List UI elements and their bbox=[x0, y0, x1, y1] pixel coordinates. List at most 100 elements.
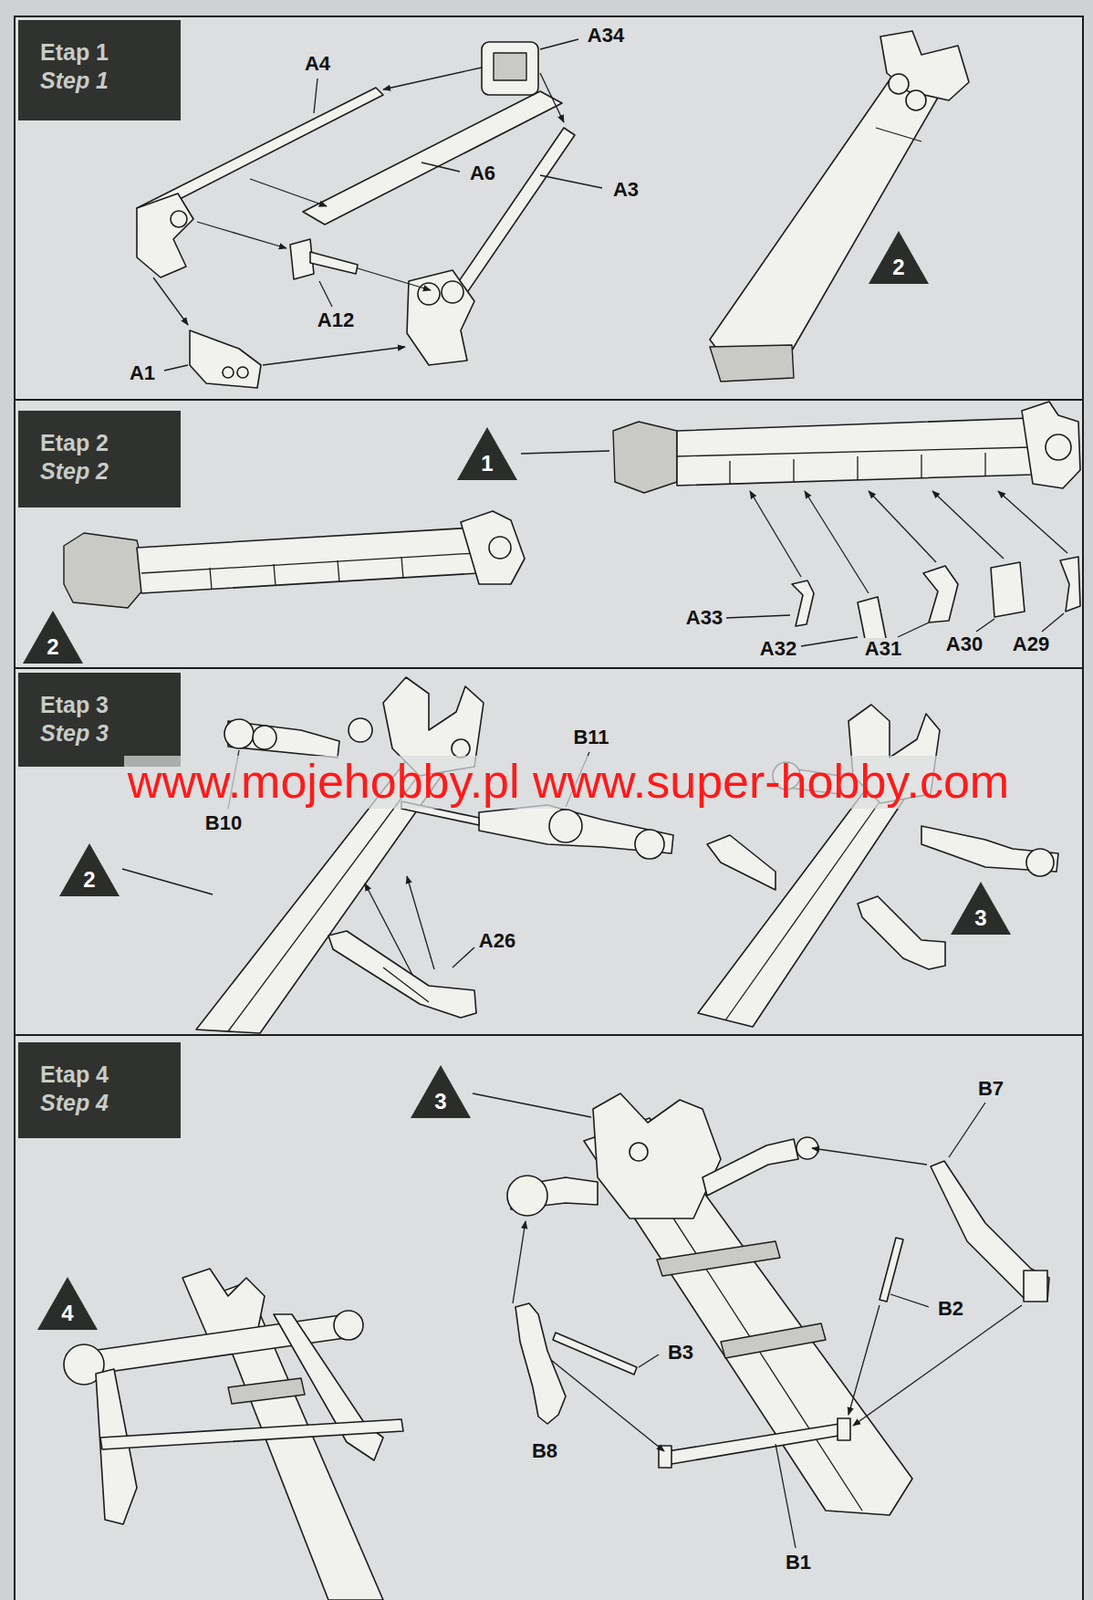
sheet-panels bbox=[14, 16, 1083, 1600]
assembled-frame bbox=[676, 417, 1033, 486]
bracket-part bbox=[383, 967, 429, 1002]
assembled-frame bbox=[856, 456, 858, 480]
reference-triangle: 3 bbox=[410, 1064, 471, 1118]
leader-line bbox=[638, 1102, 986, 1548]
part-label: A32 bbox=[758, 637, 799, 660]
assembly-arrow bbox=[383, 67, 482, 90]
leader-line bbox=[726, 614, 791, 618]
assembly-arrow bbox=[540, 72, 564, 123]
frame-rail-part bbox=[170, 210, 188, 228]
triangle-shape bbox=[410, 1064, 471, 1118]
assembly-arrow bbox=[551, 1359, 665, 1451]
assembled-frame bbox=[63, 532, 148, 608]
assembly-arrow bbox=[749, 490, 802, 577]
assembled-frame bbox=[875, 127, 922, 142]
axle-part bbox=[224, 718, 373, 758]
step-title: Step 1 bbox=[40, 66, 172, 95]
reference-triangle: 2 bbox=[22, 610, 84, 664]
shaft-part bbox=[290, 239, 358, 280]
bracket-part bbox=[328, 930, 477, 1018]
rod-part bbox=[667, 1423, 844, 1464]
callout-number: 1 bbox=[457, 452, 518, 475]
strut-part bbox=[930, 1160, 1050, 1301]
end-cap-part bbox=[481, 41, 539, 95]
part-label: A3 bbox=[611, 178, 641, 201]
assembled-frame bbox=[709, 344, 794, 382]
step-title: Etap 4 bbox=[40, 1060, 172, 1089]
strut-part bbox=[930, 1160, 1050, 1302]
frame-closeup bbox=[697, 704, 1059, 1027]
assembled-frame bbox=[613, 401, 1081, 493]
triangle-shape bbox=[22, 610, 84, 664]
assembly-arrow bbox=[262, 346, 406, 365]
leader-line bbox=[540, 39, 579, 50]
frame-rail-part bbox=[406, 270, 475, 365]
assembly-arrow bbox=[364, 883, 413, 975]
step-title: Etap 2 bbox=[40, 428, 172, 458]
gusset-part bbox=[923, 565, 958, 623]
callout-number: 2 bbox=[22, 635, 84, 658]
rod-part bbox=[552, 1332, 637, 1375]
leader-line bbox=[319, 281, 333, 307]
axle-part bbox=[549, 809, 583, 843]
assembly-arrow bbox=[512, 1220, 526, 1303]
assembled-frame bbox=[613, 421, 677, 493]
part-label: A29 bbox=[1010, 633, 1052, 656]
assembly-arrow bbox=[249, 178, 327, 207]
part-label: B2 bbox=[936, 1297, 966, 1320]
triangle-shape bbox=[868, 230, 929, 284]
frame-closeup bbox=[451, 739, 470, 758]
axle-part bbox=[401, 801, 674, 859]
frame-assembly bbox=[702, 1138, 799, 1196]
assembled-frame bbox=[489, 536, 511, 559]
floor-plate-part bbox=[302, 91, 563, 225]
part-label: A6 bbox=[468, 162, 498, 185]
part-label: A30 bbox=[944, 633, 985, 656]
sheet-panels bbox=[14, 666, 1083, 669]
bracket-plate-part bbox=[189, 330, 261, 388]
assembled-frame bbox=[888, 73, 909, 94]
assembled-frame bbox=[136, 527, 479, 594]
assembly-arrow bbox=[853, 1304, 1022, 1426]
triangle-shape bbox=[37, 1276, 98, 1330]
strut-part bbox=[1023, 1269, 1048, 1302]
leader-line bbox=[313, 78, 318, 114]
assembly-arrow bbox=[804, 490, 869, 594]
part-label: A26 bbox=[477, 929, 518, 952]
triangle-shape bbox=[950, 881, 1011, 935]
frame-assembly bbox=[656, 1240, 781, 1276]
sheet-panels bbox=[14, 1033, 1083, 1036]
assembled-frame bbox=[984, 452, 986, 477]
frame-assembly bbox=[720, 1322, 826, 1358]
frame-assembly bbox=[228, 1377, 305, 1404]
leader-line bbox=[801, 636, 858, 646]
bracket-plate-part bbox=[222, 366, 234, 378]
leader-line bbox=[948, 1102, 986, 1157]
part-label: A34 bbox=[585, 24, 626, 47]
assembled-frame bbox=[728, 460, 730, 484]
frame-rail-part bbox=[441, 281, 464, 303]
assembled-frame bbox=[709, 31, 969, 382]
leader-line bbox=[452, 947, 475, 968]
step-heading: Etap 4Step 4 bbox=[18, 1041, 181, 1138]
step-title: Etap 3 bbox=[40, 690, 172, 719]
frame-assembly bbox=[507, 1093, 913, 1515]
callout-number: 3 bbox=[950, 906, 1011, 929]
rod-part bbox=[515, 1237, 904, 1468]
assembled-frame bbox=[709, 60, 949, 354]
frame-assembly bbox=[593, 1093, 721, 1218]
assembled-frame bbox=[460, 510, 525, 584]
floor-plate-part bbox=[302, 91, 563, 225]
callout-number: 3 bbox=[410, 1090, 471, 1113]
part-label: B7 bbox=[976, 1077, 1006, 1100]
end-cap-part bbox=[493, 52, 527, 81]
end-cap-part bbox=[481, 41, 539, 95]
leader-line bbox=[897, 622, 929, 637]
frame-assembly bbox=[629, 1142, 648, 1161]
leader-line bbox=[775, 1443, 796, 1548]
assembled-frame bbox=[209, 567, 212, 590]
callout-number: 2 bbox=[868, 256, 929, 279]
assembly-arrow bbox=[749, 490, 1068, 594]
assembled-frame bbox=[337, 560, 340, 583]
sheet-panels bbox=[14, 16, 1083, 1600]
